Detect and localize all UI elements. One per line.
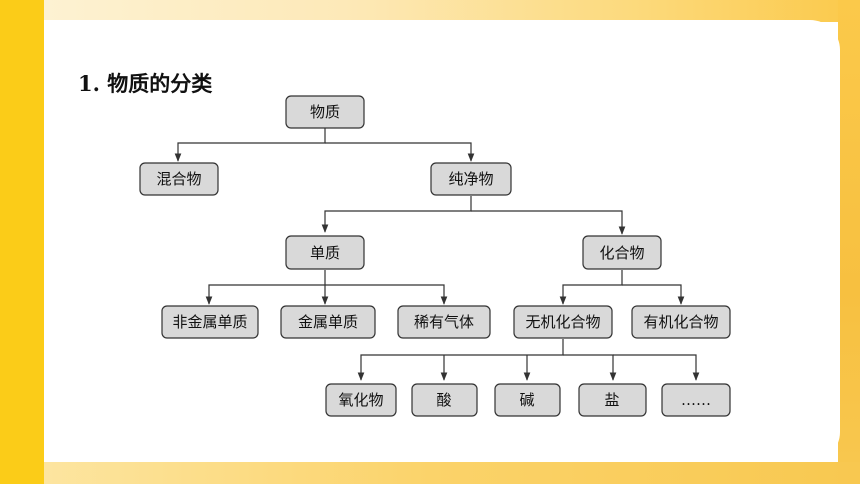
edge-element-nonmetal [205, 270, 326, 305]
node-organic-compound-label: 有机化合物 [643, 313, 718, 331]
left-accent-bar [0, 0, 44, 484]
edge-pure-compound [471, 210, 626, 235]
node-metal-element-label: 金属单质 [298, 313, 358, 331]
node-metal-element: 金属单质 [280, 305, 376, 339]
node-nonmetal-element-label: 非金属单质 [172, 313, 247, 331]
node-element-label: 单质 [310, 244, 340, 262]
top-decoration [0, 0, 860, 22]
edge-root-pure [325, 142, 475, 162]
node-matter-label: 物质 [310, 103, 340, 121]
node-nonmetal-element: 非金属单质 [161, 305, 259, 339]
node-compound: 化合物 [582, 235, 662, 270]
node-matter: 物质 [285, 95, 365, 129]
node-acid: 酸 [411, 383, 478, 417]
edge-element-noblegas [325, 284, 448, 305]
node-more: …… [661, 383, 731, 417]
node-noble-gas: 稀有气体 [397, 305, 491, 339]
bottom-decoration [0, 462, 860, 484]
node-inorganic-compound-label: 无机化合物 [525, 313, 600, 331]
node-inorganic-compound: 无机化合物 [513, 305, 613, 339]
edge-inorganic-bus [357, 339, 564, 381]
edge-compound-organic [622, 284, 685, 305]
edge-inorganic-more [613, 354, 700, 381]
node-salt-label: 盐 [604, 391, 619, 409]
node-mixture-label: 混合物 [156, 170, 201, 188]
edge-root-branches [174, 128, 326, 162]
node-more-label: …… [681, 391, 711, 409]
node-acid-label: 酸 [436, 391, 451, 409]
section-heading: 1. 物质的分类 [78, 71, 213, 96]
node-noble-gas-label: 稀有气体 [414, 313, 474, 331]
node-oxide: 氧化物 [325, 383, 397, 417]
node-element: 单质 [285, 235, 365, 270]
node-base: 碱 [494, 383, 561, 417]
edge-compound-inorganic [559, 270, 623, 305]
node-pure-substance: 纯净物 [430, 162, 512, 196]
node-salt: 盐 [578, 383, 647, 417]
edge-pure-element [321, 196, 472, 233]
node-pure-substance-label: 纯净物 [448, 170, 493, 188]
node-mixture: 混合物 [139, 162, 219, 196]
tree-edges [174, 128, 700, 381]
right-decoration [838, 0, 860, 484]
node-oxide-label: 氧化物 [338, 391, 383, 409]
node-organic-compound: 有机化合物 [631, 305, 731, 339]
node-base-label: 碱 [519, 391, 534, 409]
node-compound-label: 化合物 [599, 244, 644, 262]
edge-inorganic-salt [563, 354, 617, 381]
